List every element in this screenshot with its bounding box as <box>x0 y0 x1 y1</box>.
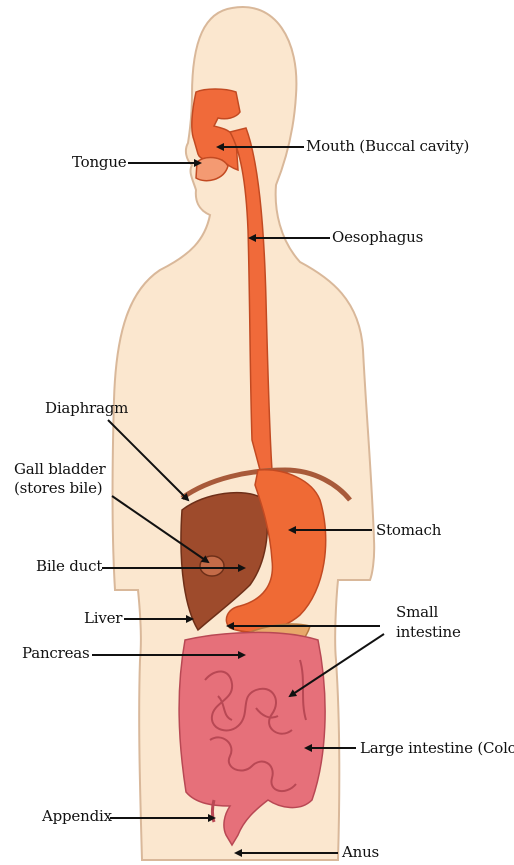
label-anus: Anus <box>342 844 379 861</box>
label-large-intestine: Large intestine (Colon) <box>360 740 514 757</box>
label-tongue: Tongue <box>72 154 126 171</box>
label-mouth: Mouth (Buccal cavity) <box>306 138 469 155</box>
label-diaphragm: Diaphragm <box>45 400 128 417</box>
label-small-intestine-line1: Small <box>396 604 438 621</box>
label-appendix: Appendix <box>42 808 112 825</box>
label-gall-bladder-line2: (stores bile) <box>14 480 102 497</box>
label-bile-duct: Bile duct <box>36 558 102 575</box>
label-pancreas: Pancreas <box>22 645 90 662</box>
label-stomach: Stomach <box>376 522 441 539</box>
label-small-intestine-line2: intestine <box>396 624 461 641</box>
label-oesophagus: Oesophagus <box>332 229 423 246</box>
label-liver: Liver <box>84 610 122 627</box>
label-gall-bladder-line1: Gall bladder <box>14 461 105 478</box>
